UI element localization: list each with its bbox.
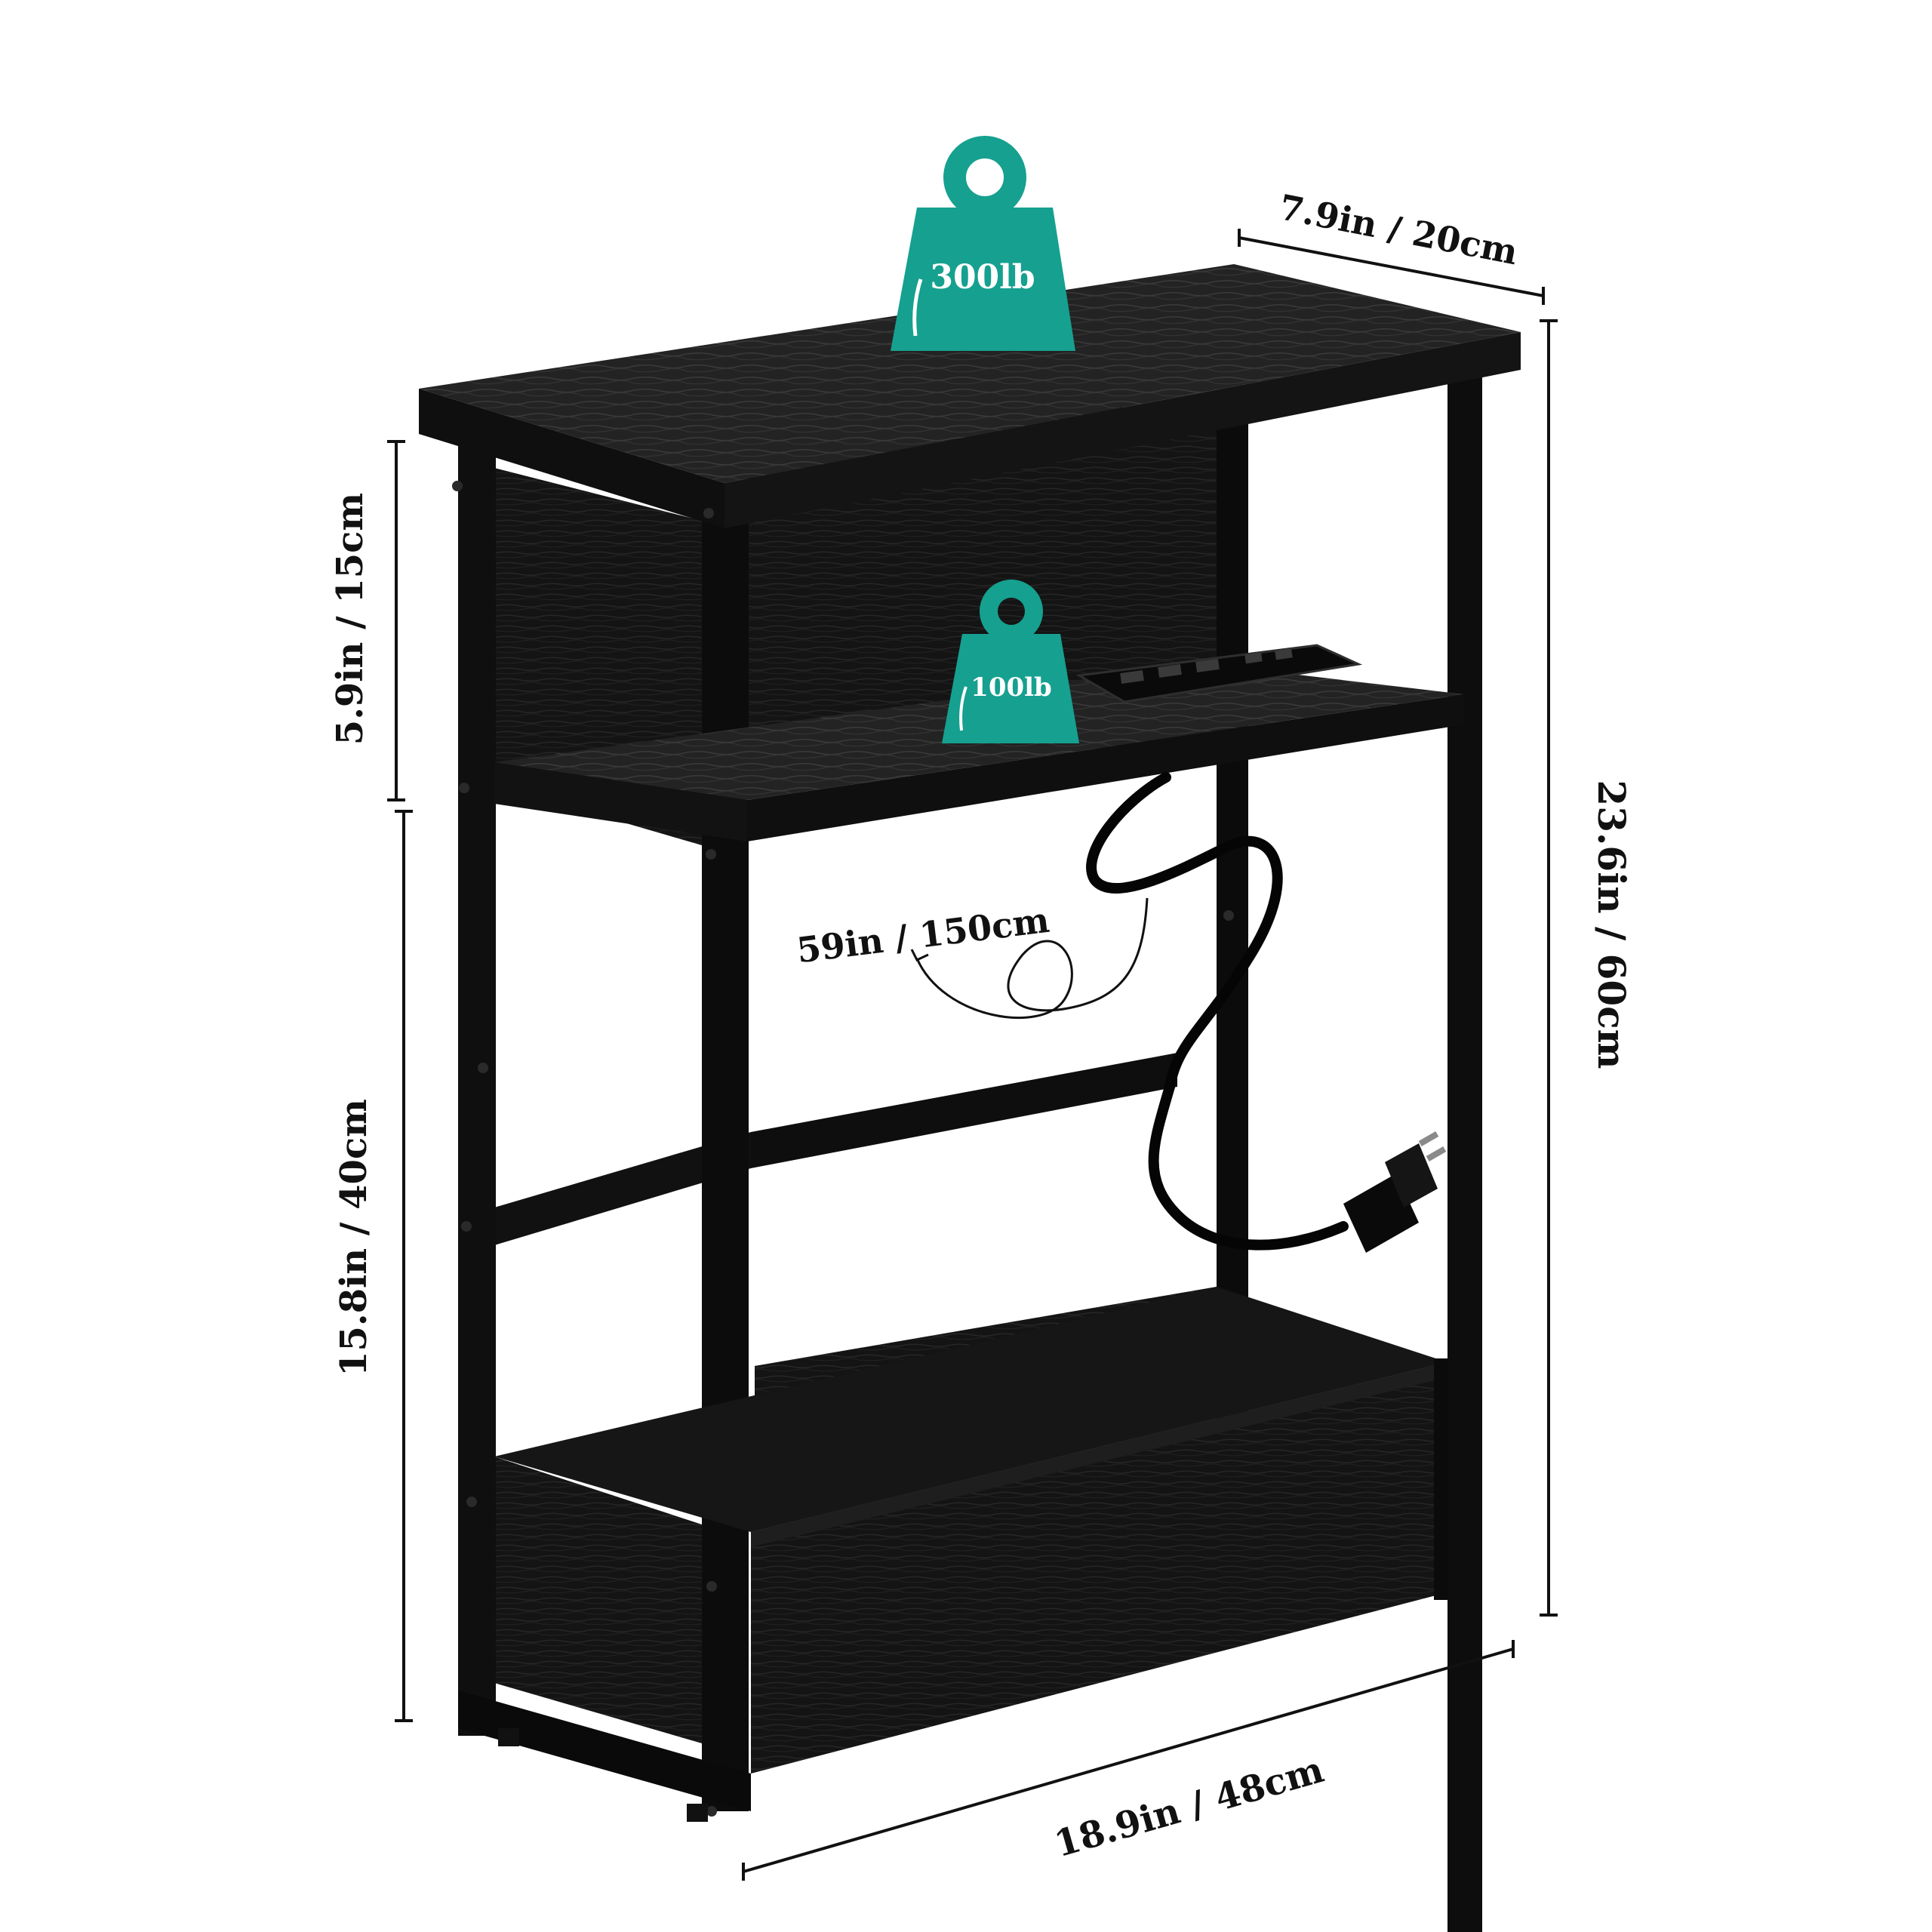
dimension-lines (387, 229, 1558, 1881)
middle-shelf-edge (494, 762, 747, 841)
foot-front (687, 1804, 708, 1822)
width-label: 18.9in / 48cm (1050, 1749, 1328, 1866)
weight-100lb-icon: 100lb (942, 580, 1079, 743)
tabletop-front-edge (724, 332, 1521, 528)
power-strip-icon (1075, 644, 1363, 703)
weight-300lb-icon: 300lb (891, 136, 1075, 351)
right-rear-post (1447, 370, 1482, 1932)
tabletop-side-edge (419, 389, 724, 528)
tabletop (419, 264, 1521, 483)
basket-right-edge (1434, 1358, 1447, 1600)
front-left-post (702, 483, 749, 1811)
cord-length-label: 59in / 150cm (795, 900, 1052, 971)
basket-front-top-edge (751, 1362, 1447, 1547)
left-side-rail (494, 1132, 751, 1245)
shelf-capacity-label: 100lb (971, 672, 1052, 703)
frame-bolts (452, 481, 1234, 1817)
top-capacity-label: 300lb (930, 258, 1035, 297)
curved-arrow-icon (910, 897, 1149, 1020)
top-gap-label: 5.9in / 15cm (329, 493, 371, 745)
foot-left (498, 1728, 519, 1746)
depth-label: 7.9in / 20cm (1276, 186, 1521, 272)
left-bottom-rail (458, 1690, 751, 1811)
basket-front-panel (751, 1362, 1447, 1774)
back-left-post (458, 445, 496, 1736)
power-plug-icon (1343, 1131, 1447, 1253)
middle-shelf-front-edge (747, 694, 1464, 841)
power-cord (1086, 772, 1349, 1251)
lower-height-label: 15.8in / 40cm (333, 1099, 375, 1377)
basket-inner (494, 1287, 1447, 1532)
end-table (419, 264, 1521, 1932)
left-side-panel-lower (494, 1457, 702, 1743)
total-height-label: 23.6in / 60cm (1589, 780, 1634, 1069)
back-rail (751, 1053, 1177, 1168)
